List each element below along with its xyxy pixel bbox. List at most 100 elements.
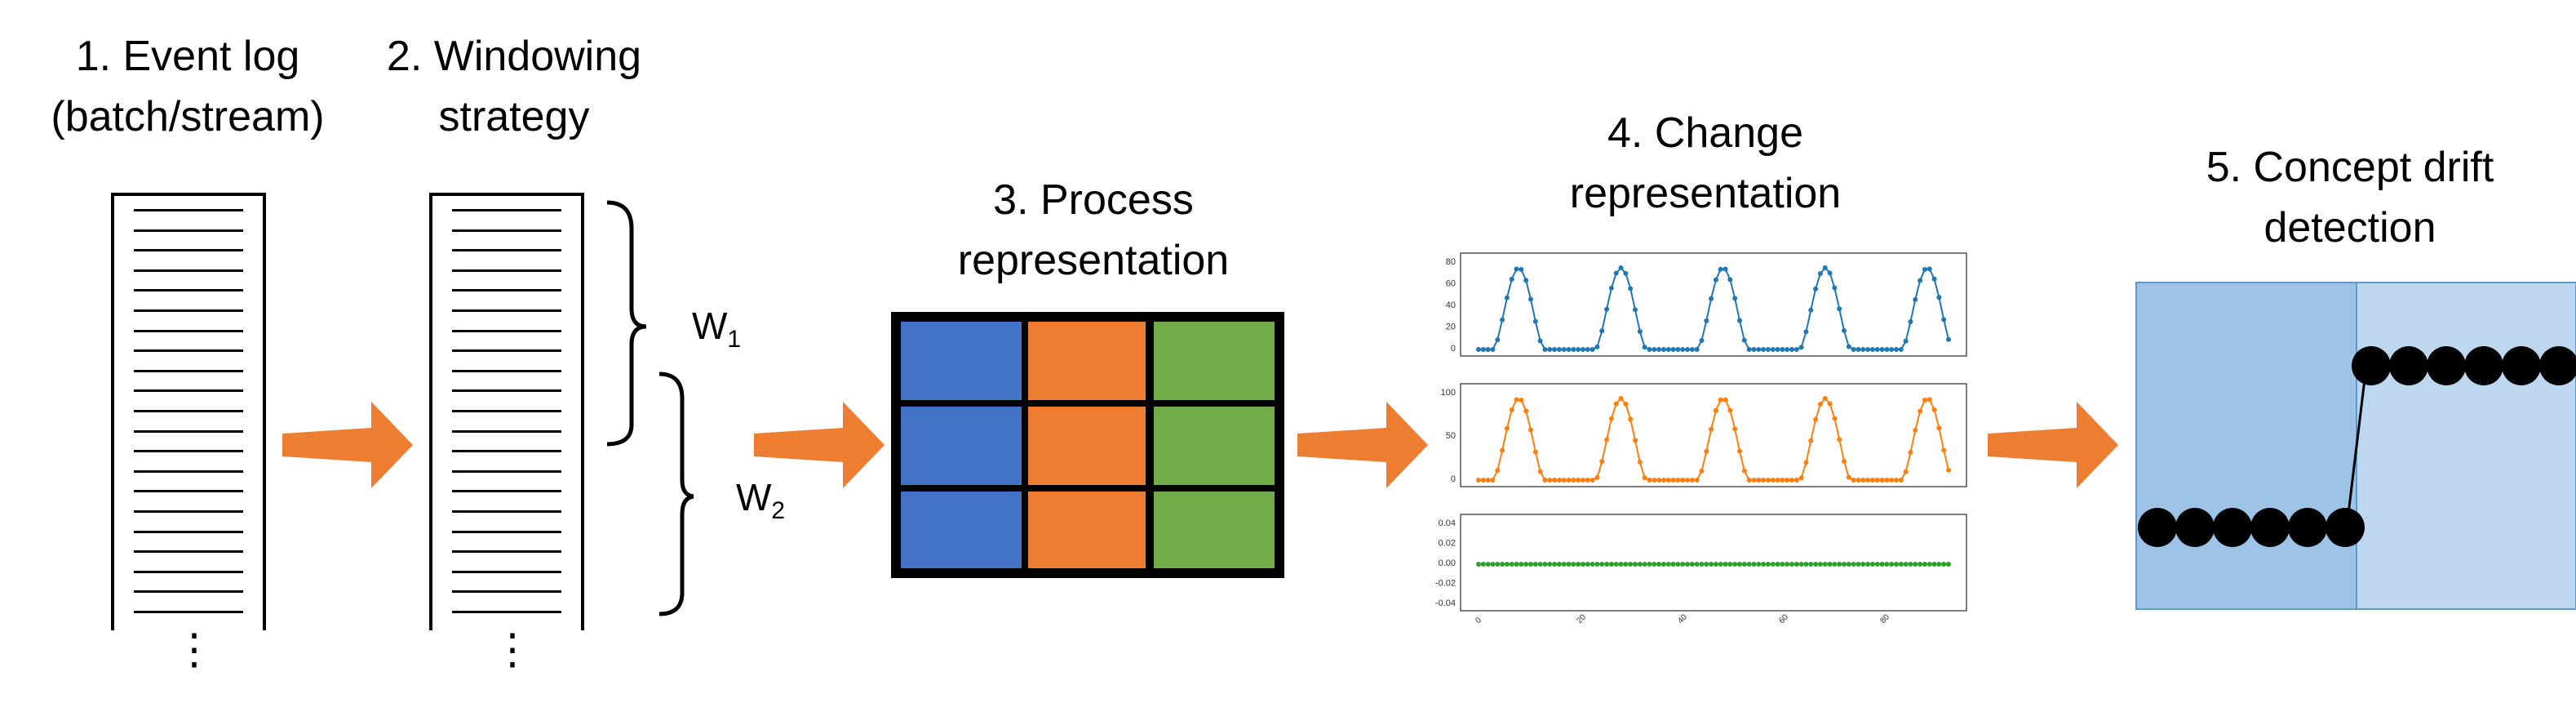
series-point (1765, 347, 1771, 352)
series-point (1808, 307, 1814, 313)
drift-point-after (2464, 346, 2503, 385)
y-tick-label: 0 (1451, 344, 1456, 354)
series-point (1480, 562, 1486, 567)
log-entry-line (134, 530, 243, 533)
series-point (1837, 306, 1842, 312)
series-point (1566, 478, 1572, 483)
series-point (1936, 295, 1942, 300)
series-point (1851, 562, 1856, 567)
series-point (1761, 562, 1767, 567)
drift-point-before (2213, 508, 2252, 547)
y-tick-label: 60 (1446, 279, 1456, 289)
arrow-2 (754, 402, 885, 488)
log-entry-line (134, 369, 243, 372)
stage-5-title-line1: 5. Concept drift (2206, 144, 2494, 191)
series-point (1585, 347, 1590, 352)
series-point (1514, 266, 1519, 272)
series-point (1727, 277, 1733, 283)
series-point (1798, 475, 1804, 481)
series-point (1561, 562, 1567, 567)
series-point (1798, 345, 1804, 350)
chart-frame (1460, 514, 1967, 612)
arrow-1 (282, 402, 413, 488)
series-point (1642, 475, 1647, 481)
series-point (1869, 347, 1875, 352)
log-entry-line (134, 550, 243, 554)
series-point (1670, 347, 1676, 352)
series-point (1623, 562, 1629, 567)
series-point (1665, 347, 1671, 352)
series-point (1737, 318, 1742, 323)
y-tick-label: 0.02 (1439, 539, 1456, 549)
series-point (1675, 478, 1681, 483)
series-point (1817, 562, 1823, 567)
series-point (1789, 562, 1794, 567)
log-entry-line (134, 429, 243, 433)
log-entry-line (134, 349, 243, 353)
drift-point-before (2175, 508, 2215, 547)
series-point (1500, 317, 1505, 323)
stage-2-title-line2: strategy (438, 93, 590, 140)
series-point (1946, 467, 1951, 473)
log-entry-line (134, 570, 243, 573)
series-point (1856, 347, 1861, 352)
series-point (1723, 562, 1728, 567)
series-point (1941, 317, 1947, 323)
series-point (1874, 478, 1880, 483)
process-representation-matrix (891, 312, 1284, 578)
series-point (1856, 562, 1861, 567)
series-point (1813, 416, 1819, 422)
series-point (1817, 402, 1823, 407)
series-point (1869, 478, 1875, 483)
series-point (1946, 336, 1951, 342)
series-point (1528, 427, 1533, 433)
series-point (1623, 270, 1629, 276)
series-point (1685, 562, 1690, 567)
log-entry-line (134, 309, 243, 312)
series-point (1936, 425, 1942, 431)
y-tick-label: 20 (1446, 323, 1456, 332)
log-entry-line (452, 289, 561, 292)
concept-drift-panel (2135, 282, 2576, 610)
series-point (1727, 407, 1733, 413)
y-tick-label: -0.02 (1435, 579, 1456, 589)
matrix-cell-orange (1028, 322, 1146, 400)
stage-1-title-line1: 1. Event log (75, 33, 300, 80)
series-point (1490, 478, 1496, 483)
series-point (1931, 407, 1937, 412)
log-entry-line (452, 269, 561, 272)
series-point (1817, 271, 1823, 277)
log-entry-line (452, 410, 561, 412)
event-log-document (111, 193, 266, 630)
series-point (1889, 478, 1895, 483)
log-entry-line (452, 530, 561, 533)
series-point (1741, 337, 1747, 343)
series-point (1936, 562, 1942, 567)
series-point (1652, 347, 1657, 352)
series-point (1860, 347, 1866, 352)
series-point (1884, 478, 1890, 483)
y-tick-label: -0.04 (1435, 598, 1456, 608)
series-point (1628, 416, 1634, 422)
log-entry-line (134, 249, 243, 252)
series-point (1913, 296, 1918, 302)
series-point (1751, 347, 1757, 352)
series-point (1737, 448, 1742, 454)
series-point (1561, 478, 1567, 483)
series-point (1746, 562, 1752, 567)
series-point (1761, 347, 1767, 352)
log-entry-line (452, 309, 561, 312)
series-point (1832, 416, 1838, 421)
x-tick-label: 40 (1676, 612, 1689, 625)
log-entry-line (452, 389, 561, 393)
series-point (1889, 347, 1895, 352)
series-point (1732, 562, 1738, 567)
log-entry-line (452, 490, 561, 493)
series-point (1637, 460, 1643, 465)
series-point (1504, 295, 1510, 300)
series-point (1822, 562, 1828, 567)
series-point (1685, 347, 1690, 352)
series-point (1851, 347, 1856, 352)
arrow-3 (1297, 402, 1428, 488)
